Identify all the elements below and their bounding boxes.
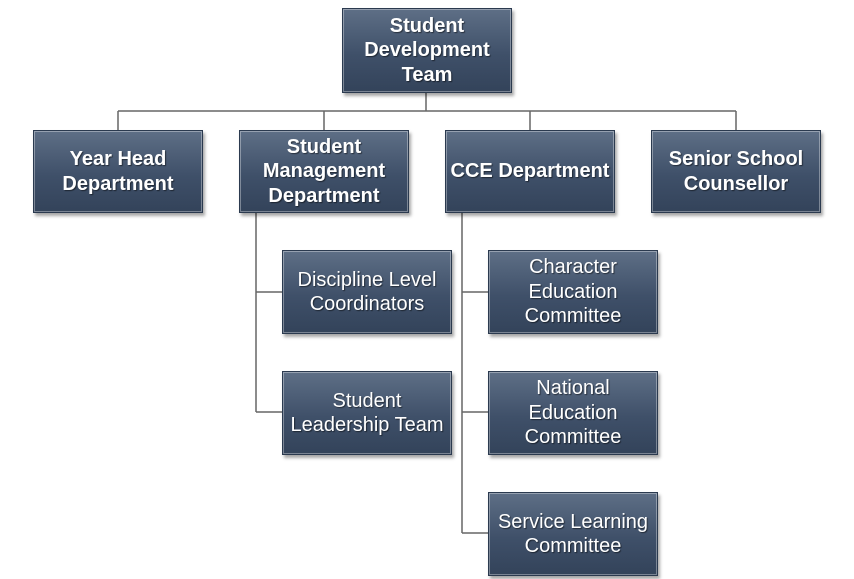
service-learning-committee-node: Service Learning Committee xyxy=(488,492,658,576)
year-head-department-label: Year Head Department xyxy=(62,148,174,195)
cce-department-node: CCE Department xyxy=(445,130,615,213)
discipline-level-coordinators-node: Discipline Level Coordinators xyxy=(282,250,452,334)
discipline-level-coordinators-label: Discipline Level Coordinators xyxy=(297,268,437,315)
character-education-committee-node: Character Education Committee xyxy=(488,250,658,334)
senior-school-counsellor-label: Senior School Counsellor xyxy=(668,148,804,195)
national-education-committee-node: National Education Committee xyxy=(488,371,658,455)
root-node: Student Development Team xyxy=(342,8,512,93)
year-head-department-node: Year Head Department xyxy=(33,130,203,213)
service-learning-committee-label: Service Learning Committee xyxy=(497,510,649,557)
student-leadership-team-node: Student Leadership Team xyxy=(282,371,452,455)
cce-department-label: CCE Department xyxy=(450,160,610,183)
student-leadership-team-label: Student Leadership Team xyxy=(290,389,444,436)
student-management-department-label: Student Management Department xyxy=(262,135,386,207)
root-label: Student Development Team xyxy=(364,14,490,86)
national-education-committee-label: National Education Committee xyxy=(524,377,622,449)
student-management-department-node: Student Management Department xyxy=(239,130,409,213)
senior-school-counsellor-node: Senior School Counsellor xyxy=(651,130,821,213)
character-education-committee-label: Character Education Committee xyxy=(524,256,622,328)
